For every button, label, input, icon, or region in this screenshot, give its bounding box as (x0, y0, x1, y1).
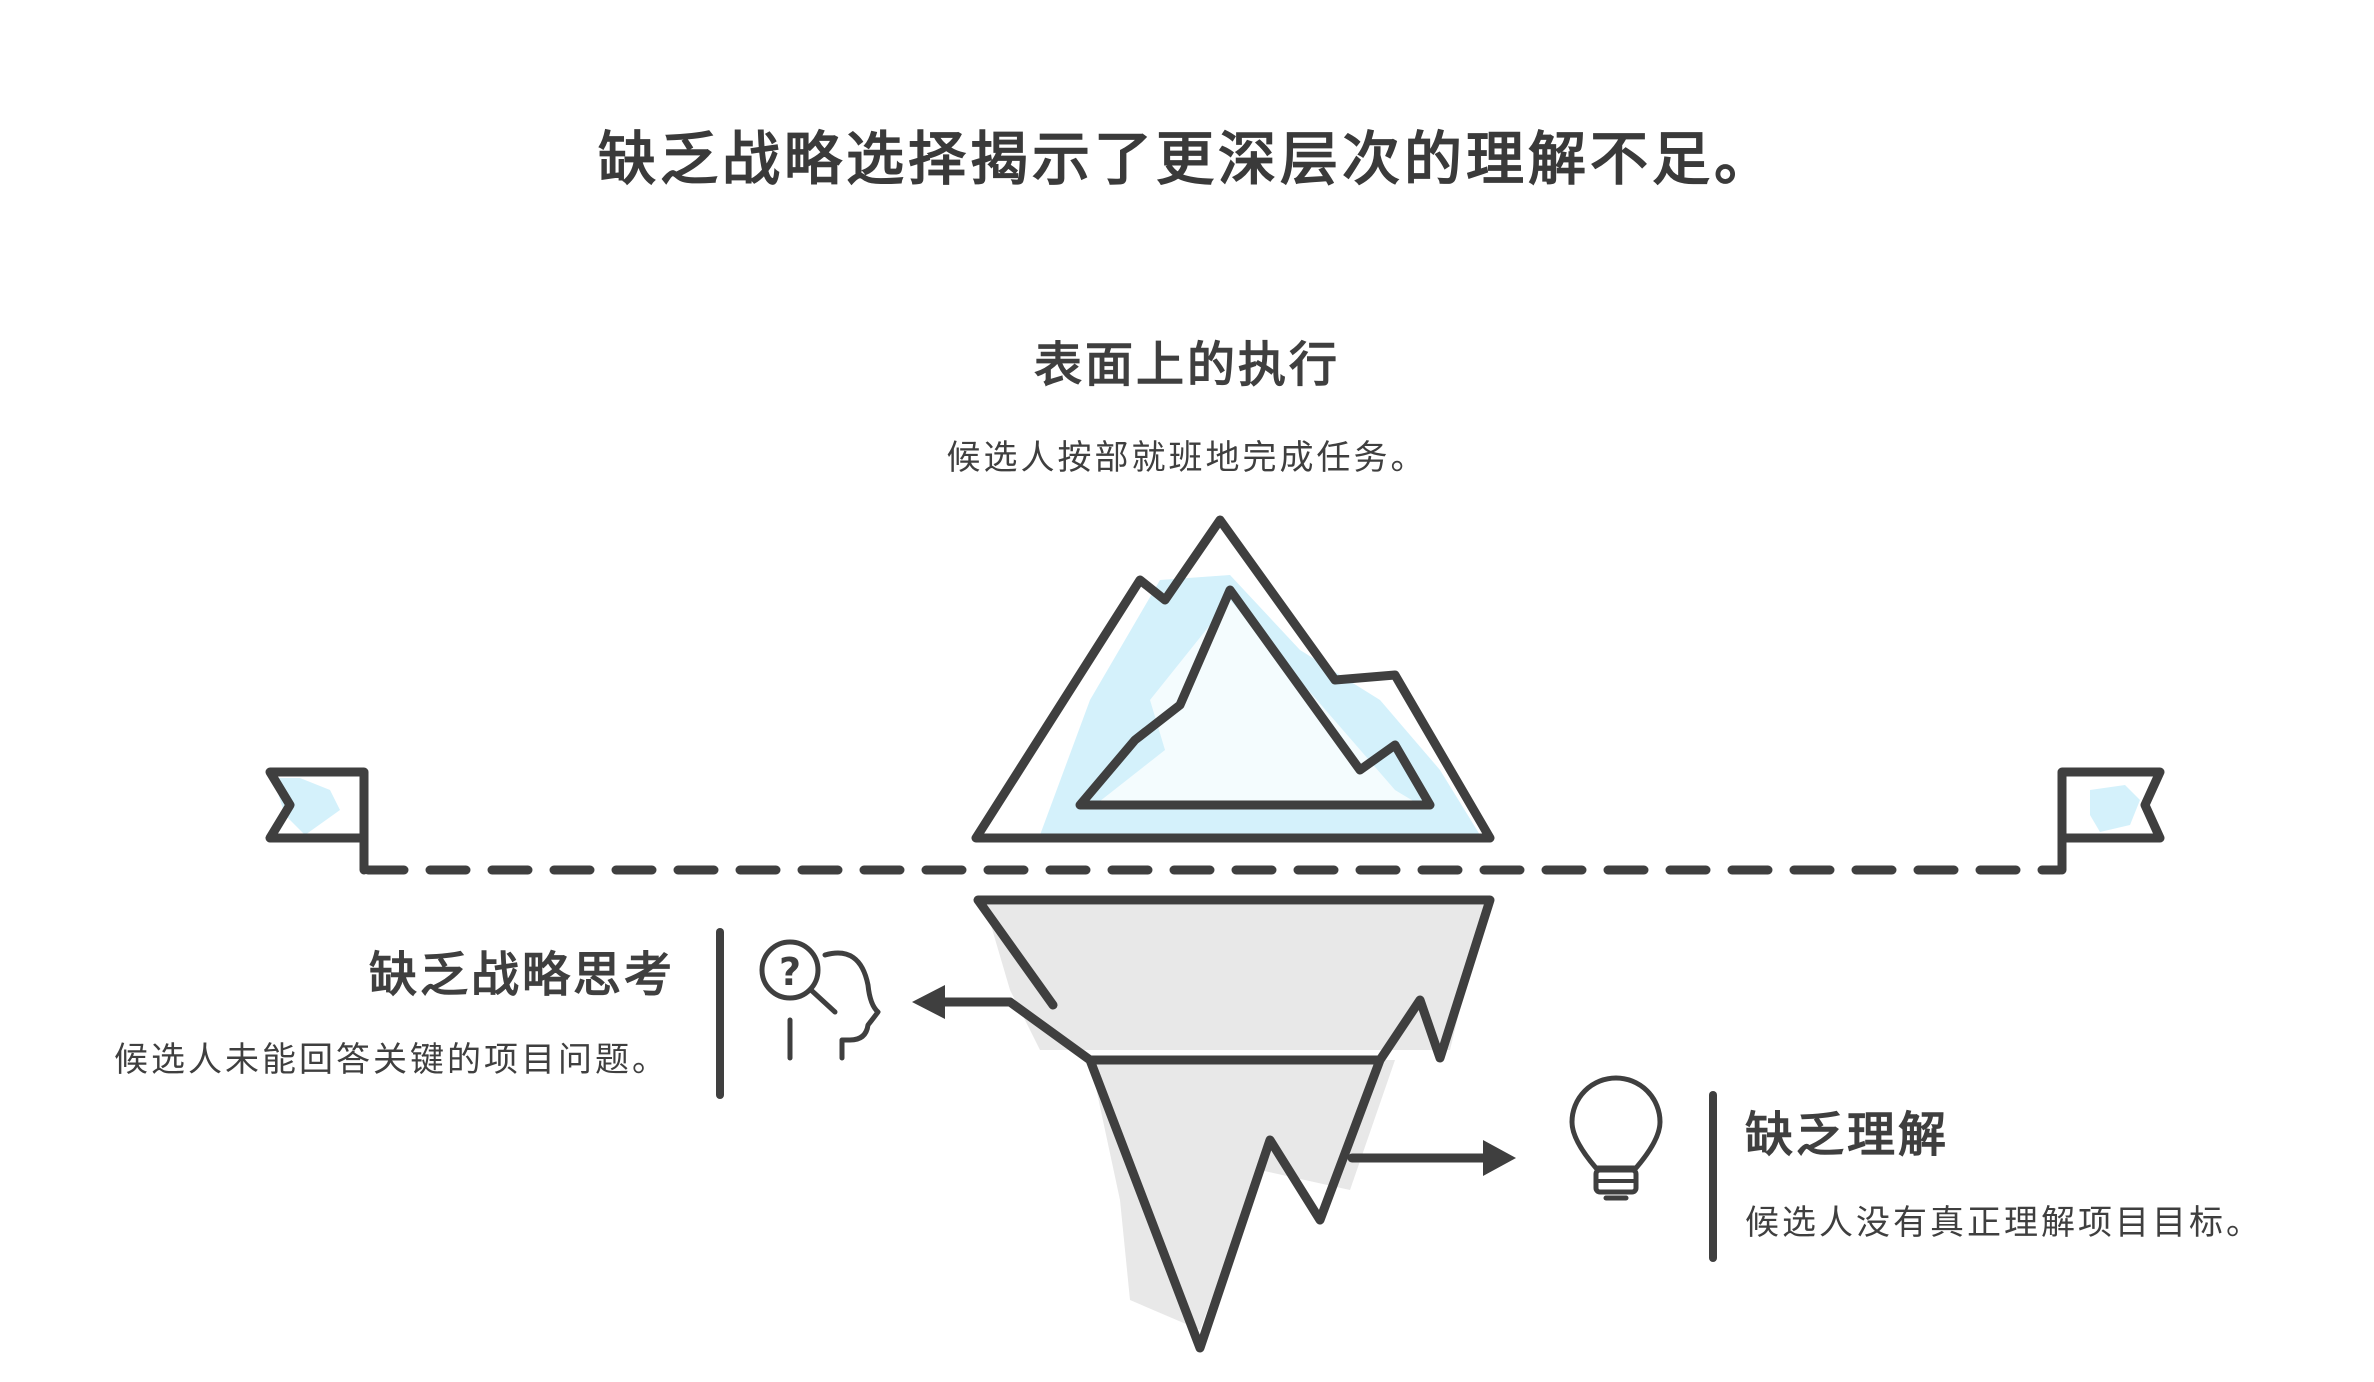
iceberg-tip-inner-fill (1095, 600, 1420, 805)
left-arrow-head (912, 985, 945, 1019)
bulb-base (1593, 1167, 1639, 1195)
understanding-description: 候选人没有真正理解项目目标。 (1745, 1203, 2263, 1243)
bulb-glass (1569, 1075, 1663, 1171)
right-arrow-head (1483, 1140, 1516, 1176)
right-flag-fill (2090, 785, 2140, 832)
left-arrow (912, 985, 1015, 1019)
right-arrow (1347, 1140, 1516, 1176)
right-flag (2057, 767, 2165, 875)
iceberg-tip-ridge (1075, 585, 1435, 810)
left-flag-fill (273, 778, 340, 835)
left-flag (265, 767, 369, 875)
page-title: 缺乏战略选择揭示了更深层次的理解不足。 (597, 125, 1776, 193)
surface-description: 候选人按部就班地完成任务。 (946, 438, 1428, 478)
magnifier-circle (759, 939, 821, 1001)
understanding-heading: 缺乏理解 (1745, 1107, 1950, 1163)
surface-heading: 表面上的执行 (1033, 337, 1340, 393)
strategic-thinking-heading: 缺乏战略思考 (368, 947, 675, 1003)
head-profile (822, 950, 881, 1061)
strategic-thinking-description: 候选人未能回答关键的项目问题。 (114, 1040, 669, 1080)
question-mark-glyph: ? (779, 950, 801, 994)
right-flag-outline (2057, 767, 2165, 875)
left-flag-outline (265, 767, 369, 875)
iceberg-tip (971, 515, 1495, 843)
iceberg-submerged (973, 895, 1495, 1353)
submerged-lower-fill (1090, 1060, 1395, 1330)
submerged-upper-fill (985, 905, 1485, 1050)
lightbulb-icon (1569, 1075, 1663, 1201)
head-question-icon: ? (759, 939, 881, 1061)
magnifier-handle (808, 987, 838, 1015)
iceberg-tip-outline (971, 515, 1495, 843)
